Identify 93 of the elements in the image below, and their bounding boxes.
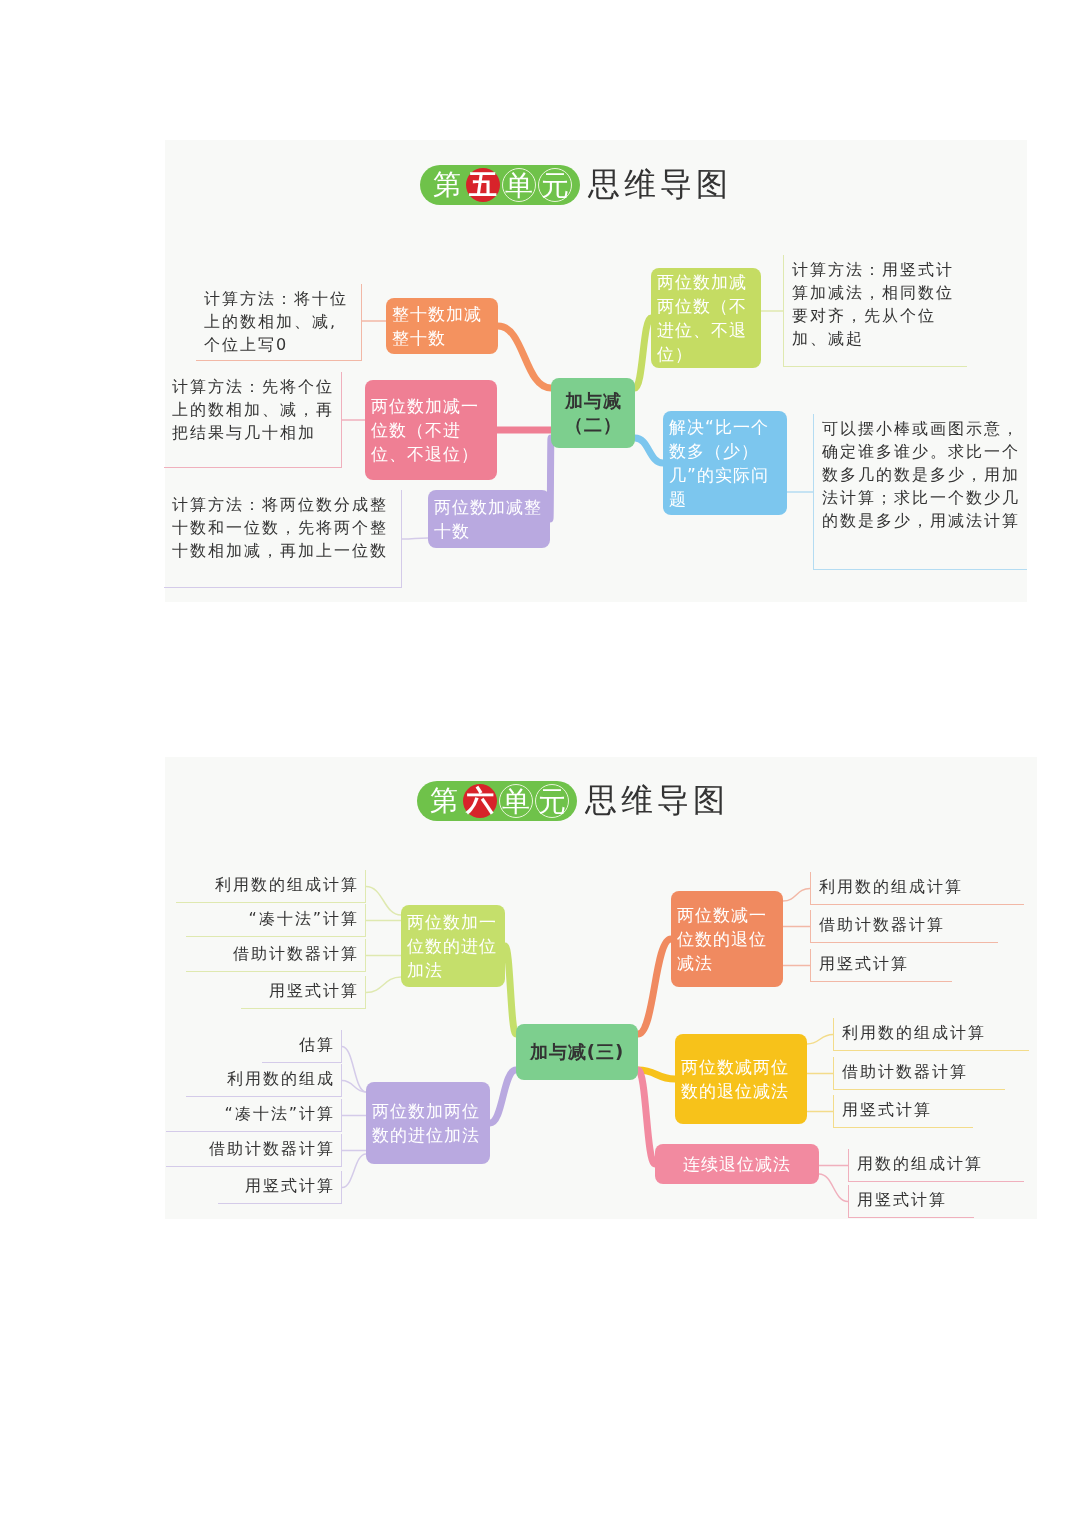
note-underline: [833, 1057, 1005, 1090]
note-underline: [262, 1030, 342, 1063]
note-underline: [186, 939, 366, 972]
topic-box: [663, 411, 787, 515]
note-text: 用竖式计算: [269, 981, 359, 1000]
note-text: 借助计数器计算: [233, 944, 359, 963]
connector-line: [818, 1164, 849, 1167]
branch-line: [546, 434, 555, 523]
topic-text: 两位数加两位数的进位加法: [372, 1100, 481, 1147]
topic-text: 两位数减一位数的退位减法: [677, 904, 768, 975]
note-text: 用竖式计算: [245, 1176, 335, 1195]
connector-line: [341, 419, 366, 421]
note-text: 利用数的组成计算: [215, 875, 359, 894]
note-underline: [166, 1134, 342, 1167]
note-underline: [241, 976, 366, 1009]
note-text: 计算方法：将十位上的数相加、减,个位上写0: [204, 289, 348, 354]
topic-text: 解决“比一个数多（少）几”的实际问题: [669, 416, 770, 511]
topic-text: 两位数加减两位数（不进位、不退位）: [657, 271, 748, 366]
connector-line: [341, 1153, 367, 1189]
topic-box: [401, 905, 505, 987]
connector-line: [365, 954, 402, 957]
connector-line: [782, 925, 811, 928]
topic-box: [365, 380, 497, 480]
connector-line: [401, 537, 429, 540]
note-underline: [164, 490, 402, 588]
note-text: 可以摆小棒或画图示意，确定谁多谁少。求比一个数多几的数是多少，用加法计算；求比一个数少几的数是多少，用减法计算: [822, 419, 1020, 530]
note-underline: [810, 910, 998, 943]
connector-line: [361, 320, 387, 322]
topic-text: 连续退位减法: [683, 1153, 791, 1176]
connector-line: [806, 1110, 834, 1113]
connector-line: [806, 1033, 834, 1045]
topic-box: [675, 1034, 807, 1124]
connector-line: [365, 919, 402, 922]
note-underline: [810, 949, 952, 982]
topic-text: 两位数加减整十数: [434, 496, 543, 543]
note-underline: [833, 1018, 1029, 1051]
connector-line: [782, 887, 811, 902]
note-text: 计算方法：将两位数分成整十数和一位数，先将两个整十数相加减，再加上一位数: [172, 495, 388, 560]
note-underline: [848, 1185, 974, 1218]
connector-line: [341, 1045, 367, 1093]
note-text: “凑十法”计算: [248, 909, 359, 928]
note-text: 借助计数器计算: [842, 1062, 968, 1081]
topic-text: 整十数加减整十数: [392, 303, 483, 350]
note-underline: [833, 1095, 973, 1128]
connector-line: [341, 1149, 367, 1152]
topic-box: [366, 1082, 490, 1164]
note-text: 用竖式计算: [842, 1100, 932, 1119]
note-text: 利用数的组成计算: [842, 1023, 986, 1042]
note-underline: [848, 1149, 1024, 1182]
central-topic-box: [551, 378, 635, 448]
topic-box: [386, 298, 498, 354]
topic-box: [428, 490, 550, 548]
note-underline: [164, 372, 342, 468]
note-underline: [176, 870, 366, 903]
topic-box: [671, 891, 783, 987]
note-text: 估算: [299, 1035, 335, 1054]
note-underline: [196, 284, 362, 361]
connector-line: [341, 1114, 367, 1117]
title-banner: 第五单元思维导图: [420, 163, 732, 207]
note-text: 用数的组成计算: [857, 1154, 983, 1173]
connector-line: [818, 1173, 849, 1203]
topic-text: 加与减(三): [529, 1040, 625, 1064]
note-text: 计算方法：先将个位上的数相加、减，再把结果与几十相加: [172, 377, 334, 442]
note-underline: [218, 1171, 342, 1204]
note-underline: [783, 255, 967, 367]
note-underline: [810, 872, 1024, 905]
note-text: “凑十法”计算: [224, 1104, 335, 1123]
note-text: 利用数的组成计算: [819, 877, 963, 896]
topic-text: 加与减（二）: [563, 389, 623, 437]
topic-box: [651, 268, 761, 368]
note-underline: [813, 414, 1027, 570]
connector-line: [786, 491, 814, 493]
topic-text: 两位数减两位数的退位减法: [681, 1056, 790, 1103]
note-underline: [186, 1064, 342, 1097]
note-underline: [186, 904, 366, 937]
title-banner: 第六单元思维导图: [417, 779, 729, 823]
topic-text: 两位数加减一位数（不进位、不退位）: [371, 395, 480, 466]
topic-box: [655, 1144, 819, 1184]
connector-line: [341, 1079, 367, 1093]
note-text: 用竖式计算: [819, 954, 909, 973]
connector-line: [365, 976, 402, 994]
note-text: 借助计数器计算: [819, 915, 945, 934]
note-text: 计算方法：用竖式计算加减法，相同数位要对齐，先从个位加、减起: [792, 260, 954, 348]
note-text: 利用数的组成: [227, 1069, 335, 1088]
connector-line: [760, 310, 784, 312]
connector-line: [365, 885, 402, 916]
connector-line: [782, 964, 811, 967]
note-underline: [166, 1099, 342, 1132]
note-text: 借助计数器计算: [209, 1139, 335, 1158]
central-topic-box: [516, 1024, 638, 1080]
topic-text: 两位数加一位数的进位加法: [407, 911, 498, 982]
note-text: 用竖式计算: [857, 1190, 947, 1209]
connector-line: [806, 1072, 834, 1075]
